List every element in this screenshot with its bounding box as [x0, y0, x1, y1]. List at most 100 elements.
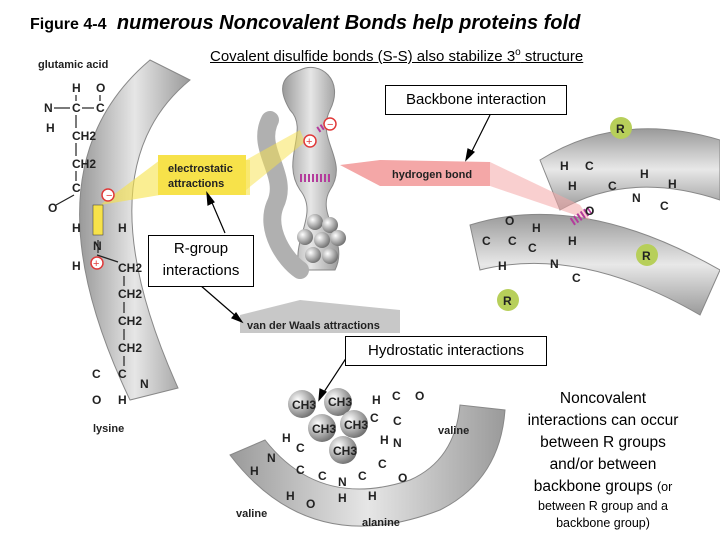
- atom: N: [140, 377, 149, 391]
- atom: H: [498, 259, 507, 273]
- atom: N: [44, 101, 53, 115]
- vdw-balls-hairpin: [297, 214, 346, 264]
- r-badge-3: [497, 289, 519, 311]
- atom: H: [46, 121, 55, 135]
- atom: H: [282, 431, 291, 445]
- middle-right-ribbon: [469, 213, 720, 316]
- covalent-subtitle: Covalent disulfide bonds (S-S) also stab…: [210, 47, 583, 65]
- note-line2: interactions can occur: [527, 412, 679, 429]
- atom: CH3: [344, 418, 368, 432]
- pointer-arrows: [199, 114, 491, 402]
- r-badge-2: [636, 244, 658, 266]
- atom: O: [415, 389, 424, 403]
- atom: H: [118, 393, 127, 407]
- covalent-sup: o: [515, 47, 521, 58]
- plus-glyph-left: +: [93, 258, 99, 270]
- atom: H: [372, 393, 381, 407]
- atom: CH3: [328, 395, 352, 409]
- atom: C: [482, 234, 491, 248]
- covalent-text: Covalent disulfide bonds (S-S) also stab…: [210, 48, 516, 65]
- plus-glyph-top: +: [306, 136, 312, 148]
- atom: C: [608, 179, 617, 193]
- valine-bottom-label: valine: [236, 508, 267, 520]
- atom: CH2: [118, 341, 142, 355]
- atom: N: [338, 475, 347, 489]
- atom: O: [505, 214, 514, 228]
- atom: N: [632, 191, 641, 205]
- atom: C: [296, 441, 305, 455]
- bottom-ch3-labels: CH3 CH3 CH3 CH3 CH3: [292, 395, 368, 458]
- minus-glyph-top: −: [327, 119, 333, 131]
- rgroup-interactions-box: R-group interactions: [148, 235, 254, 287]
- bottom-arc-ribbon: [229, 404, 506, 527]
- left-ribbon: [79, 59, 191, 401]
- plus-charge-top: [303, 134, 317, 148]
- atom: H: [72, 81, 81, 95]
- center-hairpin-inner: [257, 111, 309, 279]
- atom: H: [250, 464, 259, 478]
- atom: C: [318, 469, 327, 483]
- atom: C: [72, 101, 81, 115]
- atom: H: [532, 221, 541, 235]
- atom: C: [393, 414, 402, 428]
- electrostatic-beam: [246, 130, 305, 190]
- upper-right-ribbon: [539, 128, 720, 211]
- rgroup-line2: interactions: [162, 262, 240, 279]
- atom: H: [118, 221, 127, 235]
- vdw-text: van der Waals attractions: [247, 320, 380, 332]
- atom: H: [286, 489, 295, 503]
- atom: O: [96, 81, 105, 95]
- yellow-link-left: [92, 204, 104, 236]
- atom: O: [306, 497, 315, 511]
- covalent-tail: structure: [520, 48, 584, 65]
- noncovalent-note: Noncovalent interactions can occur betwe…: [503, 388, 703, 532]
- minus-glyph-left: −: [106, 190, 112, 202]
- atom: C: [358, 469, 367, 483]
- atom: C: [508, 234, 517, 248]
- atom: C: [585, 159, 594, 173]
- atom: C: [528, 241, 537, 255]
- figure-main-title: numerous Noncovalent Bonds help proteins…: [116, 12, 581, 34]
- atom: C: [392, 389, 401, 403]
- plus-charge-left: [90, 256, 104, 270]
- electrostatic-label: electrostatic attractions: [100, 155, 250, 205]
- figure-label: Figure 4-4: [30, 16, 107, 33]
- atom: C: [378, 457, 387, 471]
- rgroup-line1: R-group: [173, 240, 229, 257]
- left-chain-atoms: H O N C C H CH2 CH2 C O H H N H CH2 CH2 …: [44, 81, 149, 407]
- atom: N: [267, 451, 276, 465]
- electrostatic-line2: attractions: [168, 178, 224, 190]
- atom: C: [92, 367, 101, 381]
- r-badge-3-text: R: [503, 294, 512, 308]
- note-line7: backbone group): [556, 516, 650, 530]
- atom: N: [93, 239, 102, 253]
- bottom-atoms: H C O C C H N H C N H C C N C C O H O H …: [250, 389, 424, 511]
- vdw-balls-bottom: [288, 388, 368, 464]
- alanine-label: alanine: [362, 517, 400, 529]
- note-line5-main: backbone groups: [533, 478, 653, 495]
- note-line6: between R group and a: [538, 499, 668, 513]
- atom: CH3: [312, 422, 336, 436]
- vdw-label: van der Waals attractions: [240, 300, 400, 333]
- atom: O: [585, 204, 594, 218]
- note-line5-paren: (or: [656, 480, 673, 494]
- glutamic-acid-label: glutamic acid: [38, 59, 108, 71]
- hydrostatic-interactions-box: Hydrostatic interactions: [345, 336, 547, 366]
- atom: CH2: [118, 261, 142, 275]
- note-line3: between R groups: [540, 434, 666, 451]
- atom: H: [568, 234, 577, 248]
- atom: N: [550, 257, 559, 271]
- atom: CH3: [333, 444, 357, 458]
- atom: CH3: [292, 398, 316, 412]
- valine-right-label: valine: [438, 425, 469, 437]
- atom: C: [572, 271, 581, 285]
- atom: C: [72, 181, 81, 195]
- atom: N: [393, 436, 402, 450]
- note-line1: Noncovalent: [559, 390, 647, 407]
- atom: H: [568, 179, 577, 193]
- atom: H: [368, 489, 377, 503]
- atom: CH2: [118, 314, 142, 328]
- atom: C: [370, 411, 379, 425]
- figure-title: Figure 4-4 numerous Noncovalent Bonds he…: [30, 12, 580, 35]
